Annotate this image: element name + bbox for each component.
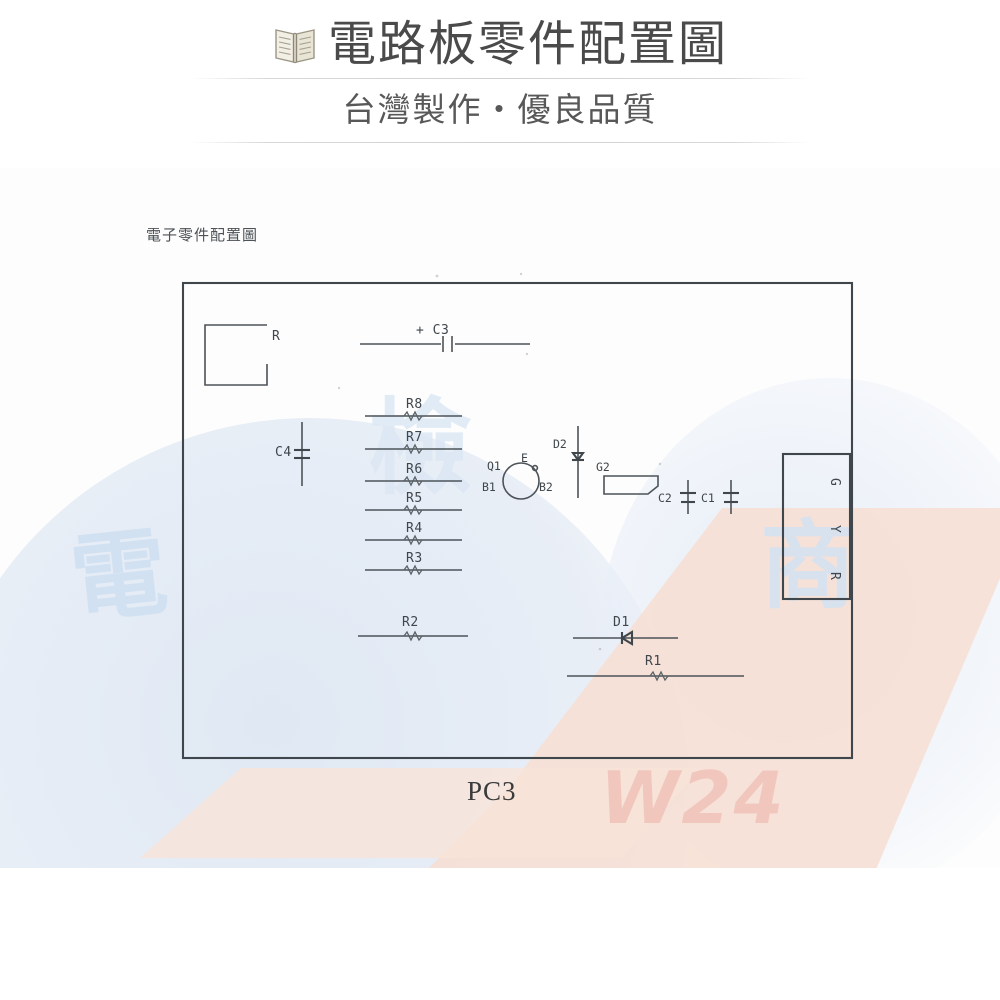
pin-label-B2: B2 bbox=[539, 480, 553, 494]
component-R1: R1 bbox=[567, 654, 744, 682]
component-label-C1: C1 bbox=[701, 491, 715, 505]
component-Q1: Q1 B1 B2 E bbox=[482, 451, 553, 500]
component-label-Q1: Q1 bbox=[487, 459, 501, 473]
watermark-blue-right: 商 bbox=[760, 510, 860, 622]
component-G2: G2 bbox=[596, 460, 659, 495]
relay-pin-G: G bbox=[827, 478, 842, 486]
component-label-R1: R1 bbox=[645, 654, 662, 669]
component-R3: R3 bbox=[365, 551, 462, 576]
component-D1: D1 bbox=[573, 615, 678, 646]
component-R2: R2 bbox=[358, 615, 468, 642]
header-divider-top bbox=[190, 78, 810, 79]
component-label-C2: C2 bbox=[658, 491, 672, 505]
page-title: 電路板零件配置圖 bbox=[327, 18, 728, 71]
relay-pin-R: R bbox=[827, 572, 842, 580]
component-label-R6: R6 bbox=[406, 462, 423, 477]
component-label-D2: D2 bbox=[553, 437, 567, 451]
page-header: 電路板零件配置圖 台灣製作・優良品質 bbox=[0, 0, 1000, 143]
component-C4: C4 bbox=[275, 422, 310, 486]
component-R4: R4 bbox=[365, 521, 462, 546]
component-C2: C2 bbox=[658, 480, 696, 514]
resistor-ladder: R8 R7 R6 R5 bbox=[365, 397, 462, 576]
component-label-C4: C4 bbox=[275, 445, 292, 460]
board-label-pc3: PC3 bbox=[467, 776, 517, 806]
open-book-icon bbox=[272, 24, 318, 66]
component-R6: R6 bbox=[365, 462, 462, 487]
component-label-R: R bbox=[272, 329, 280, 344]
title-row: 電路板零件配置圖 bbox=[0, 0, 1000, 78]
component-label-R4: R4 bbox=[406, 521, 423, 536]
component-label-R2: R2 bbox=[402, 615, 419, 630]
component-R8: R8 bbox=[365, 397, 462, 422]
component-D2: D2 bbox=[553, 426, 586, 498]
component-R: R bbox=[204, 324, 280, 386]
pin-label-E: E bbox=[521, 451, 528, 465]
component-label-D1: D1 bbox=[613, 615, 630, 630]
watermark-blue-center: 檢 bbox=[368, 387, 479, 509]
component-label-R5: R5 bbox=[406, 491, 423, 506]
watermark-pink: W24 bbox=[600, 756, 786, 840]
component-label-G2: G2 bbox=[596, 460, 610, 474]
component-label-R8: R8 bbox=[406, 397, 423, 412]
pin-label-B1: B1 bbox=[482, 480, 496, 494]
board-outline bbox=[181, 281, 854, 760]
circuit-board-drawing: .ln { stroke:#4c5359; fill:none; stroke-… bbox=[181, 272, 854, 760]
component-label-R7: R7 bbox=[406, 430, 423, 445]
diagram-caption: 電子零件配置圖 bbox=[146, 226, 259, 244]
component-C3: + C3 bbox=[360, 323, 530, 352]
component-label-C3: + C3 bbox=[416, 323, 449, 338]
component-R5: R5 bbox=[365, 491, 462, 516]
relay-pin-Y: Y bbox=[827, 525, 842, 533]
component-relay-box: G Y R bbox=[781, 452, 852, 601]
scan-speckles bbox=[337, 272, 662, 651]
page-subtitle: 台灣製作・優良品質 bbox=[342, 91, 658, 128]
component-label-R3: R3 bbox=[406, 551, 423, 566]
diagram-scan: 電 檢 商 W24 電子零件配置圖 .ln { stroke:#4c5359; … bbox=[0, 168, 1000, 868]
component-C1: C1 bbox=[701, 480, 739, 514]
header-divider-bottom bbox=[190, 142, 810, 143]
salmon-wash-decor-2 bbox=[140, 768, 700, 858]
component-R7: R7 bbox=[365, 430, 462, 455]
